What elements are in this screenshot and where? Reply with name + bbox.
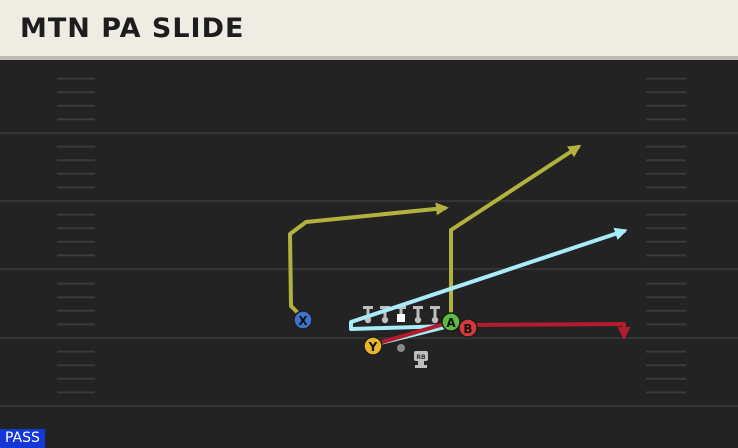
- route-a: [449, 144, 582, 324]
- hash-marks-left: [57, 77, 95, 394]
- player-y: Y: [363, 336, 383, 356]
- player-b: B: [458, 318, 478, 338]
- routes: [288, 144, 631, 347]
- lineman-right-guard: [413, 306, 423, 324]
- route-x: [288, 202, 449, 320]
- player-y-label: Y: [368, 340, 378, 354]
- running-back-label: RB: [416, 354, 426, 361]
- play-field: RB X Y A B: [0, 60, 738, 448]
- quarterback-marker: [397, 344, 405, 352]
- running-back: RB: [414, 351, 428, 368]
- yard-lines: [0, 132, 738, 407]
- hash-marks-right: [646, 77, 686, 394]
- route-y-block: [370, 320, 453, 347]
- play-diagram: RB X Y A B: [0, 77, 738, 407]
- player-b-label: B: [463, 322, 472, 336]
- player-a: A: [441, 312, 461, 332]
- route-y: [349, 227, 628, 347]
- player-x: X: [293, 310, 313, 330]
- play-header: MTN PA SLIDE: [0, 0, 738, 60]
- route-b: [465, 322, 631, 340]
- center-snap-square: [396, 306, 406, 322]
- play-title: MTN PA SLIDE: [20, 13, 245, 44]
- player-a-label: A: [446, 316, 456, 330]
- play-type-badge: PASS: [0, 429, 45, 448]
- player-x-label: X: [298, 314, 308, 328]
- lineman-right-tackle: [430, 306, 440, 324]
